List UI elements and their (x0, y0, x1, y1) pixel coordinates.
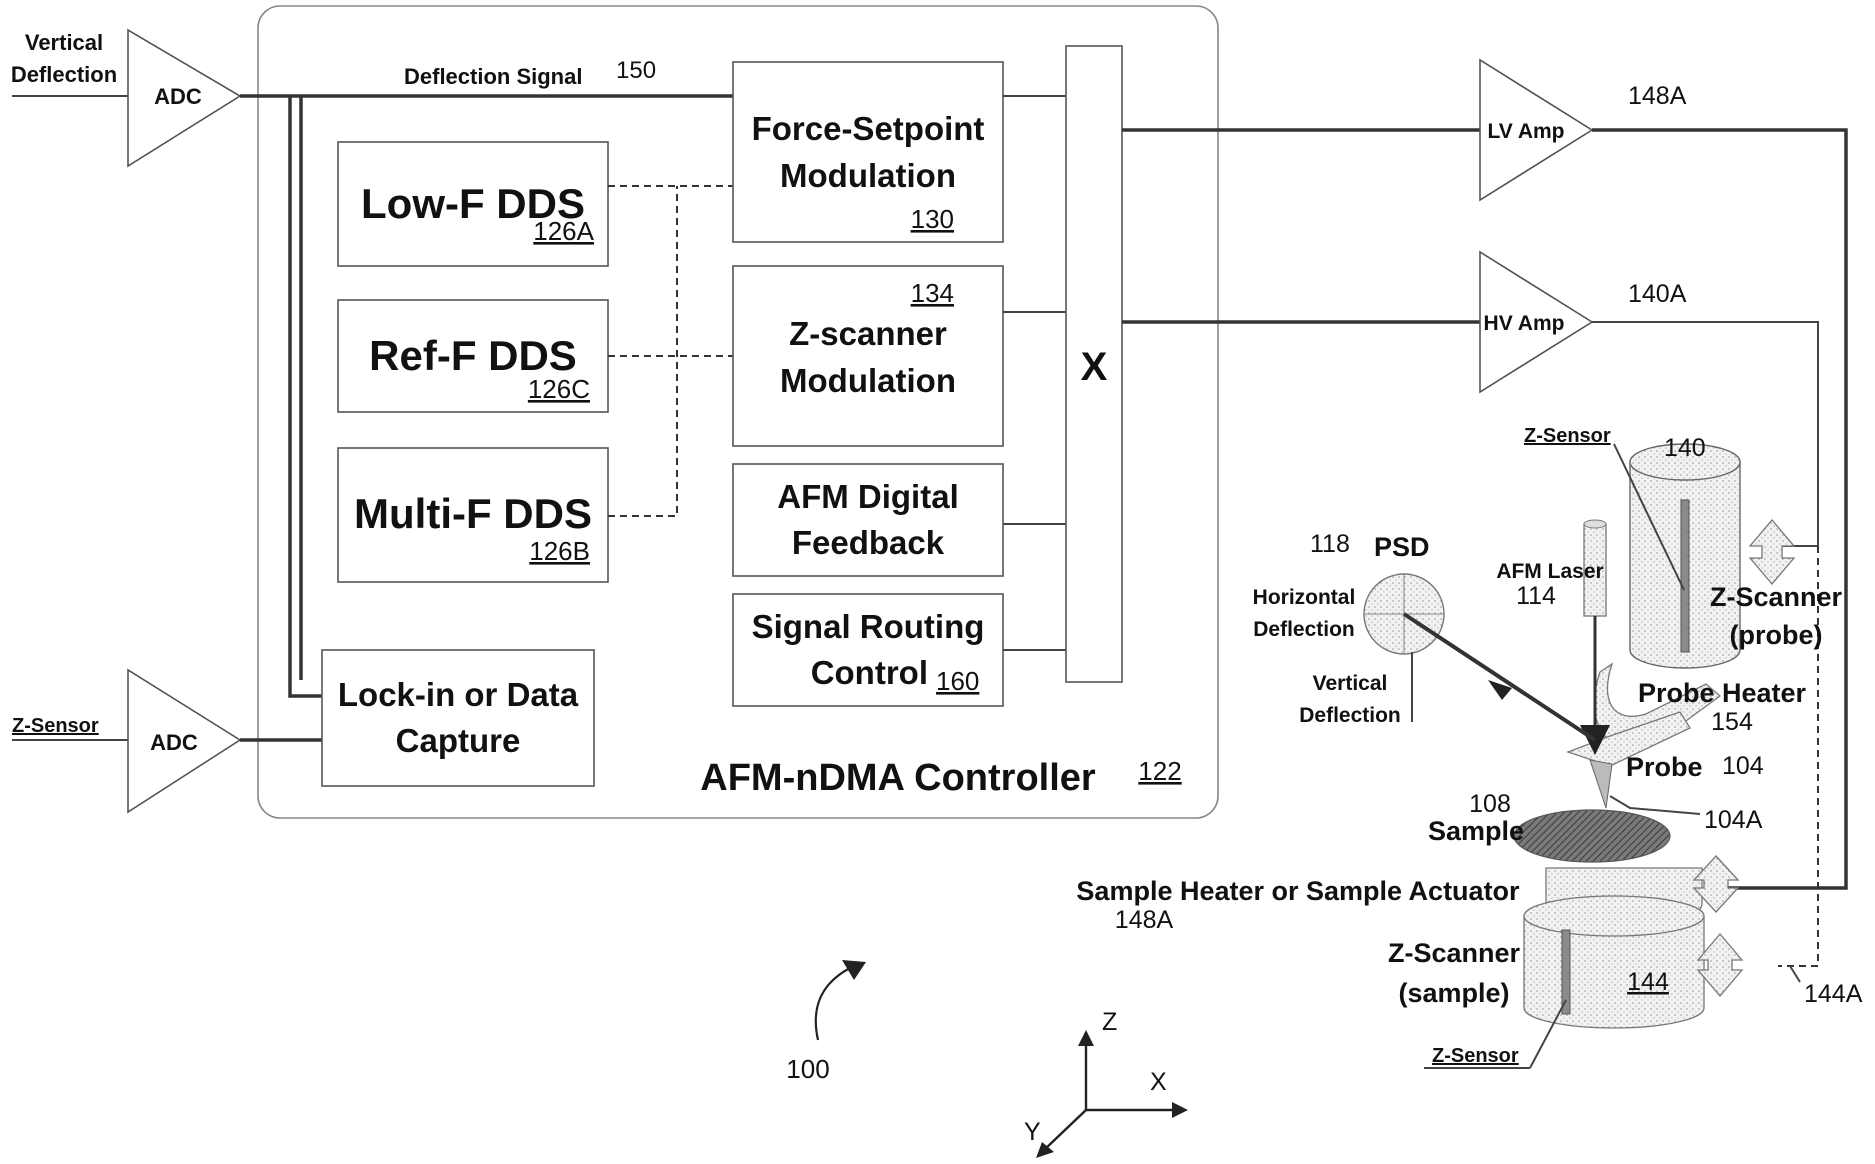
force-setpoint-label-1: Force-Setpoint (752, 110, 985, 147)
vertical-deflection-psd-label-2: Deflection (1299, 704, 1401, 727)
z-scanner-probe (1630, 444, 1740, 668)
probe-heater-ref: 154 (1711, 708, 1753, 736)
axis-y-label: Y (1024, 1118, 1041, 1146)
ref-140-label: 140 (1664, 434, 1706, 462)
ref-144a-leader (1790, 966, 1800, 982)
axis-z-arrowhead (1078, 1030, 1094, 1046)
z-scanner-mod-block (733, 266, 1003, 446)
z-sensor-top-label: Z-Sensor (1524, 425, 1611, 447)
lv-amp-label: LV Amp (1488, 120, 1565, 143)
afm-laser-ref: 114 (1516, 582, 1556, 610)
vertical-deflection-input-label: Vertical (25, 30, 103, 55)
z-scanner-probe-label-2: (probe) (1730, 620, 1823, 650)
figure-ref-label: 100 (786, 1054, 829, 1084)
z-scanner-mod-label-2: Modulation (780, 362, 956, 399)
hv-amp-ref: 140A (1628, 280, 1687, 308)
z-scanner-probe-label-1: Z-Scanner (1710, 582, 1843, 612)
sample-heater-ref: 148A (1115, 906, 1174, 934)
z-sensor-bottom-label: Z-Sensor (1432, 1045, 1519, 1067)
multi-f-dds-ref: 126B (529, 536, 590, 566)
afm-feedback-label-1: AFM Digital (777, 478, 958, 515)
tip-ref: 104A (1704, 806, 1763, 834)
z-sensor-input-label: Z-Sensor (12, 715, 99, 737)
controller-ref: 122 (1138, 756, 1181, 786)
adc-bottom-label: ADC (150, 730, 198, 755)
axis-z-label: Z (1102, 1008, 1117, 1036)
ref-f-dds-label: Ref-F DDS (369, 332, 577, 379)
horizontal-deflection-label-1: Horizontal (1253, 586, 1356, 609)
axis-x-label: X (1150, 1068, 1167, 1096)
signal-routing-label-1: Signal Routing (752, 608, 985, 645)
deflection-signal-label: Deflection Signal (404, 64, 582, 89)
lockin-block (322, 650, 594, 786)
z-scanner-probe-arrow-icon (1750, 520, 1794, 584)
hv-amp-label: HV Amp (1484, 312, 1565, 335)
sample-ref: 108 (1469, 790, 1511, 818)
probe-heater-label: Probe Heater (1638, 678, 1807, 708)
signal-routing-label-2: Control (811, 654, 928, 691)
sample-heater-label: Sample Heater or Sample Actuator (1076, 876, 1520, 906)
lockin-label-2: Capture (396, 722, 521, 759)
force-setpoint-label-2: Modulation (780, 157, 956, 194)
vertical-deflection-input-label-2: Deflection (11, 62, 117, 87)
adc-top-label: ADC (154, 84, 202, 109)
lockin-label-1: Lock-in or Data (338, 676, 579, 713)
sample-disc (1514, 810, 1670, 862)
reflected-beam (1404, 614, 1595, 740)
z-scanner-sample (1524, 896, 1704, 1028)
z-scanner-sample-label-1: Z-Scanner (1388, 938, 1521, 968)
psd-ref: 118 (1310, 530, 1350, 558)
probe-label: Probe (1626, 752, 1703, 782)
psd-label: PSD (1374, 532, 1430, 562)
axis-x-arrowhead (1172, 1102, 1188, 1118)
z-scanner-sample-ref: 144 (1627, 968, 1669, 996)
ref-f-dds-ref: 126C (528, 374, 590, 404)
sample-label: Sample (1428, 816, 1524, 846)
lv-amp-ref: 148A (1628, 82, 1687, 110)
afm-laser-label: AFM Laser (1496, 560, 1603, 583)
signal-routing-ref: 160 (936, 666, 979, 696)
vertical-deflection-psd-label-1: Vertical (1313, 672, 1388, 695)
z-scanner-mod-ref: 134 (911, 278, 954, 308)
axis-y-line (1044, 1110, 1086, 1150)
figure-ref-curve (816, 968, 850, 1040)
deflection-signal-ref: 150 (616, 57, 656, 84)
crossbar-label: X (1081, 345, 1108, 389)
force-setpoint-block (733, 62, 1003, 242)
horizontal-deflection-label-2: Deflection (1253, 618, 1355, 641)
low-f-dds-ref: 126A (533, 216, 594, 246)
multi-f-dds-label: Multi-F DDS (354, 490, 592, 537)
ref-144a-label: 144A (1804, 980, 1863, 1008)
force-setpoint-ref: 130 (911, 204, 954, 234)
z-scanner-mod-label-1: Z-scanner (789, 315, 947, 352)
probe-ref: 104 (1722, 752, 1764, 780)
tip-leader (1610, 796, 1700, 814)
z-scanner-sample-label-2: (sample) (1398, 978, 1509, 1008)
afm-feedback-label-2: Feedback (792, 524, 945, 561)
controller-label: AFM-nDMA Controller (700, 757, 1096, 799)
